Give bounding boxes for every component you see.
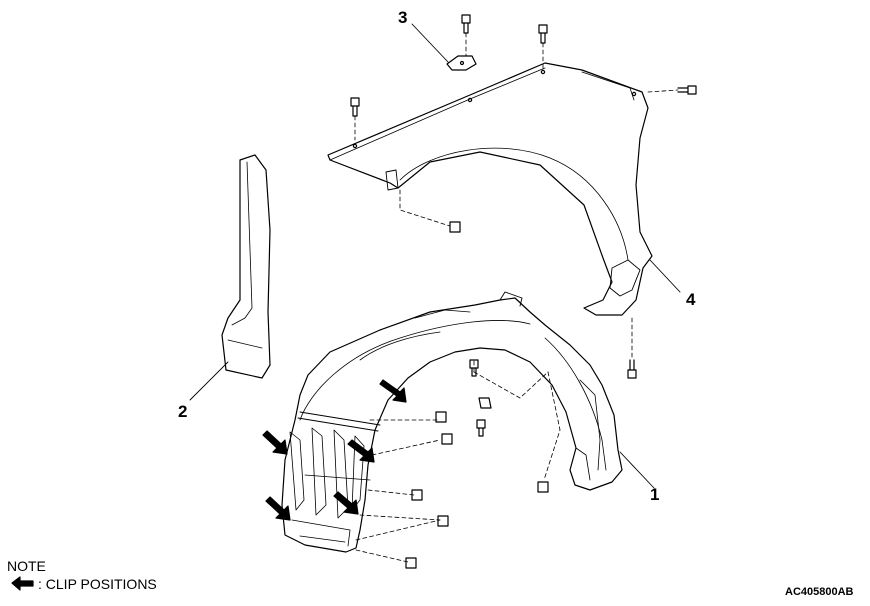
clip-position-arrows [262,379,407,521]
splash-shield [221,154,271,379]
reference-code: AC405800AB [785,586,854,598]
callout-4: 4 [686,290,696,309]
liner-nut [478,397,492,409]
liner-screw-3 [437,515,449,527]
note-legend-text: : CLIP POSITIONS [38,576,157,592]
liner-screw-1 [435,411,453,445]
liner-dash-lines [355,357,561,563]
callout-3: 3 [398,8,408,27]
liner-screw-4 [405,557,417,569]
fender-bolt-top-mid [461,14,471,59]
black-arrow-icon [11,576,34,591]
fender-bolt-rear-lower [627,317,637,379]
callout-leaders [189,23,681,489]
clip-arrow-1 [379,379,407,403]
callout-2: 2 [178,402,188,421]
liner-screw-rear [537,481,549,493]
fender-bolt-top-right [538,24,548,69]
clip-arrow-5 [265,496,291,521]
note-title: NOTE [7,558,46,574]
liner-screw-2 [411,489,423,501]
front-fender [327,62,653,316]
clip-arrow-4 [333,491,359,515]
fender-bolt-top-left [350,97,360,141]
clip-arrow-2 [262,430,288,455]
liner-clip-center [476,419,486,437]
callout-1: 1 [650,485,660,504]
fender-bolt-front-lower [399,189,461,233]
fender-bracket [446,55,477,71]
liner-clip-top [469,359,479,377]
clip-arrow-3 [347,439,375,463]
fender-liner [281,291,623,553]
fender-bolt-rear [647,85,697,95]
